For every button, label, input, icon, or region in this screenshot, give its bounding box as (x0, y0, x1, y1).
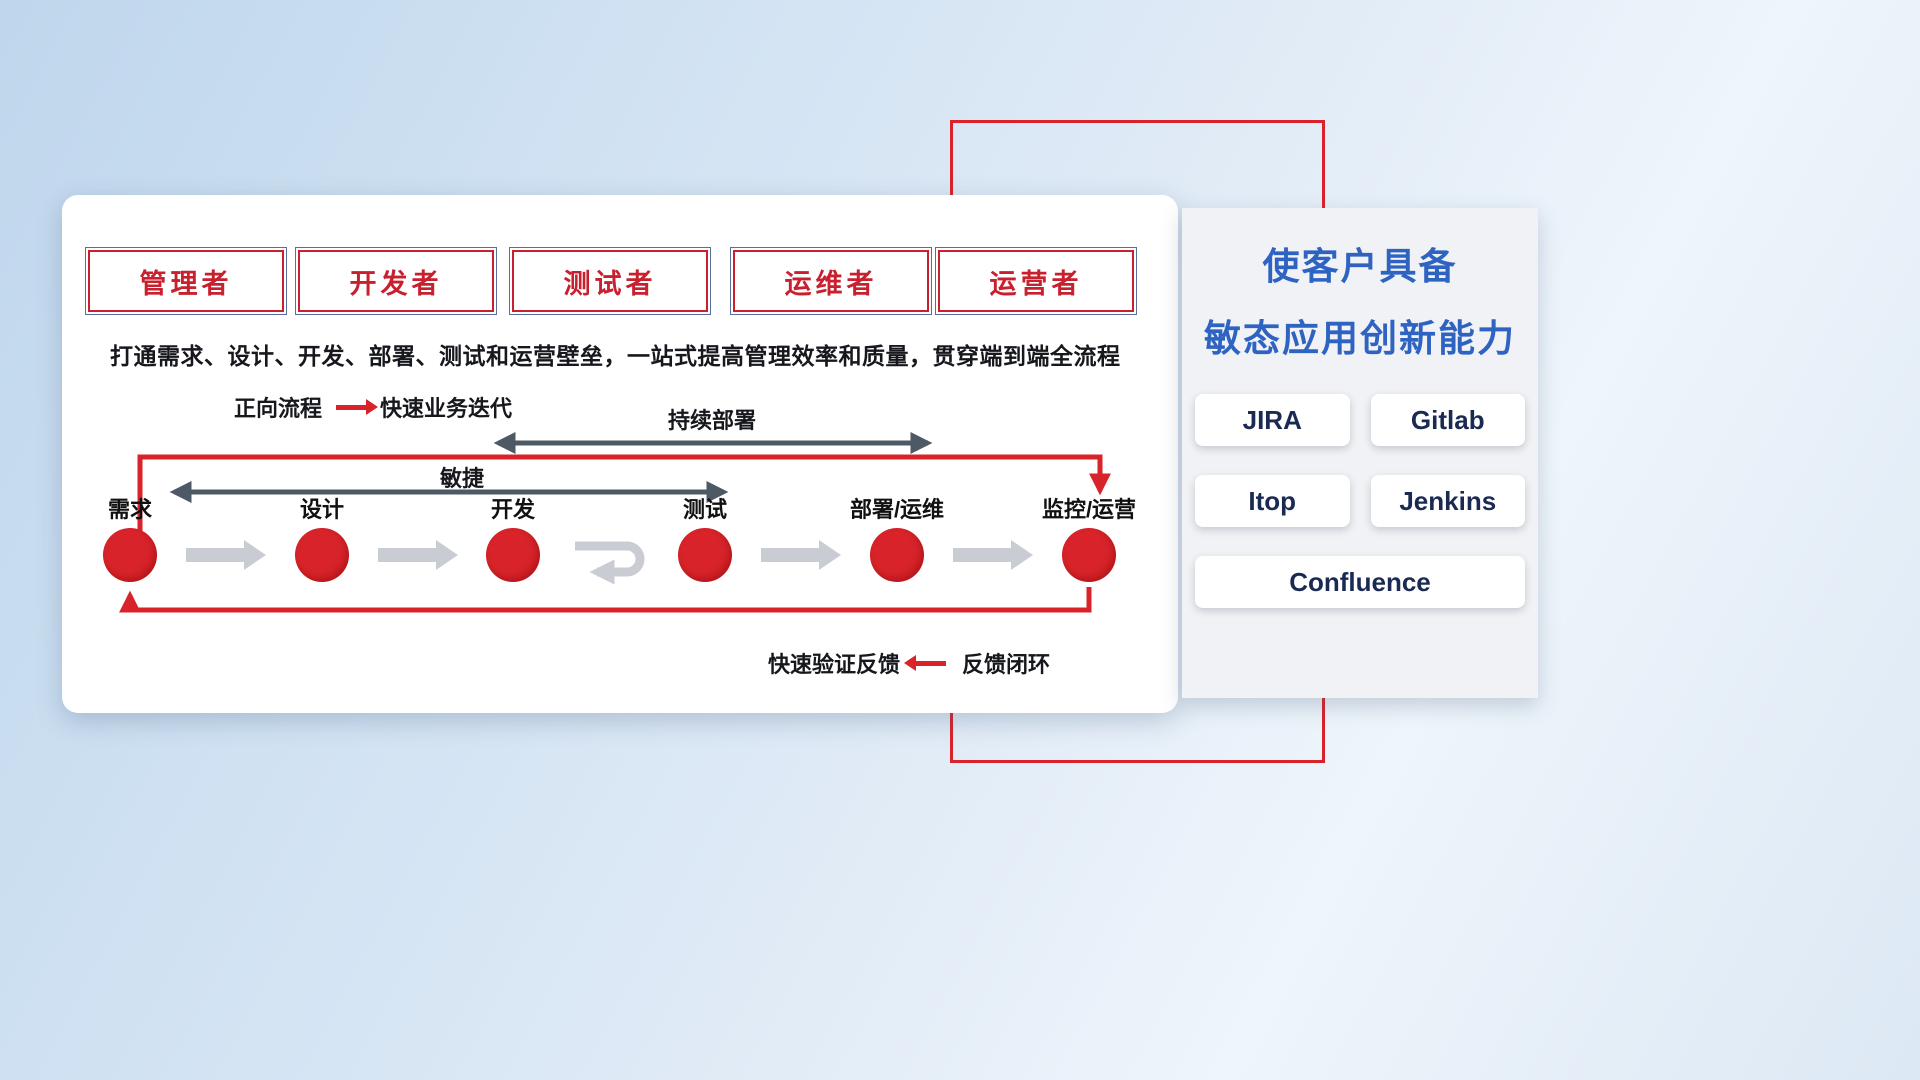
node-circle-icon (678, 528, 732, 582)
forward-arrow-icon (336, 404, 367, 410)
role-box-ops: 运维者 (730, 247, 932, 315)
tool-label: Gitlab (1410, 404, 1485, 435)
feedback-legend-description: 快速验证反馈 (768, 652, 901, 677)
feedback-legend-title: 反馈闭环 (962, 652, 1051, 677)
forward-legend-title: 正向流程 (234, 396, 323, 421)
feedback-arrow-icon (916, 660, 947, 666)
tool-grid: JIRA Gitlab Itop Jenkins Confluence (1195, 394, 1525, 608)
tool-label: Jenkins (1399, 485, 1497, 516)
node-label: 测试 (682, 497, 727, 522)
node-deploy-ops: 部署/运维 (812, 496, 982, 582)
panel-title-line2: 敏态应用创新能力 (1204, 318, 1516, 359)
feedback-loop-line (118, 587, 1092, 613)
role-label: 开发者 (349, 268, 443, 299)
role-box-tester: 测试者 (509, 247, 711, 315)
node-circle-icon (1062, 528, 1116, 582)
forward-legend-description: 快速业务迭代 (380, 396, 513, 421)
role-box-operator: 运营者 (935, 247, 1137, 315)
forward-loop-line (137, 454, 1112, 531)
node-label: 设计 (299, 497, 344, 522)
node-label: 监控/运营 (1041, 497, 1137, 522)
node-circle-icon (870, 528, 924, 582)
node-circle-icon (295, 528, 349, 582)
flow-arrow-icon (186, 540, 266, 570)
role-label: 运营者 (989, 268, 1083, 299)
node-label: 部署/运维 (849, 497, 945, 522)
iteration-arrow-icon (575, 541, 645, 585)
role-box-developer: 开发者 (295, 247, 497, 315)
node-requirement: 需求 (45, 496, 215, 582)
node-develop: 开发 (428, 496, 598, 582)
tool-label: Confluence (1289, 566, 1431, 597)
node-design: 设计 (237, 496, 407, 582)
flow-diagram-svg (118, 431, 1112, 613)
tool-label: JIRA (1242, 404, 1302, 435)
tool-box-itop: Itop (1195, 475, 1350, 527)
role-label: 运维者 (784, 268, 878, 299)
flow-arrow-icon (378, 540, 458, 570)
subtitle-text: 打通需求、设计、开发、部署、测试和运营壁垒，一站式提高管理效率和质量，贯穿端到端… (110, 343, 1121, 369)
flow-arrow-icon (953, 540, 1033, 570)
panel-title-line1: 使客户具备 (1262, 246, 1458, 287)
tool-box-gitlab: Gitlab (1370, 394, 1525, 446)
node-circle-icon (486, 528, 540, 582)
role-label: 管理者 (139, 268, 233, 299)
devops-flow-card: 管理者 开发者 测试者 运维者 运营者 打通需求、设计、开发、部署、测试和运营壁… (62, 195, 1178, 713)
node-test: 测试 (620, 496, 790, 582)
flow-arrow-icon (761, 540, 841, 570)
forward-legend: 正向流程 快速业务迭代 (234, 391, 512, 423)
tool-box-confluence: Confluence (1195, 556, 1525, 608)
node-circle-icon (103, 528, 157, 582)
node-monitor-operate: 监控/运营 (1004, 496, 1174, 582)
capability-panel: 使客户具备 敏态应用创新能力 JIRA Gitlab Itop Jenkins … (1182, 208, 1538, 698)
role-box-manager: 管理者 (85, 247, 287, 315)
tool-box-jira: JIRA (1195, 394, 1350, 446)
role-label: 测试者 (563, 268, 657, 299)
tool-label: Itop (1248, 485, 1297, 516)
node-label: 需求 (107, 497, 152, 522)
tool-box-jenkins: Jenkins (1370, 475, 1525, 527)
node-label: 开发 (490, 497, 535, 522)
continuous-deployment-label: 持续部署 (667, 408, 757, 433)
feedback-legend: 快速验证反馈 反馈闭环 (768, 647, 1050, 679)
